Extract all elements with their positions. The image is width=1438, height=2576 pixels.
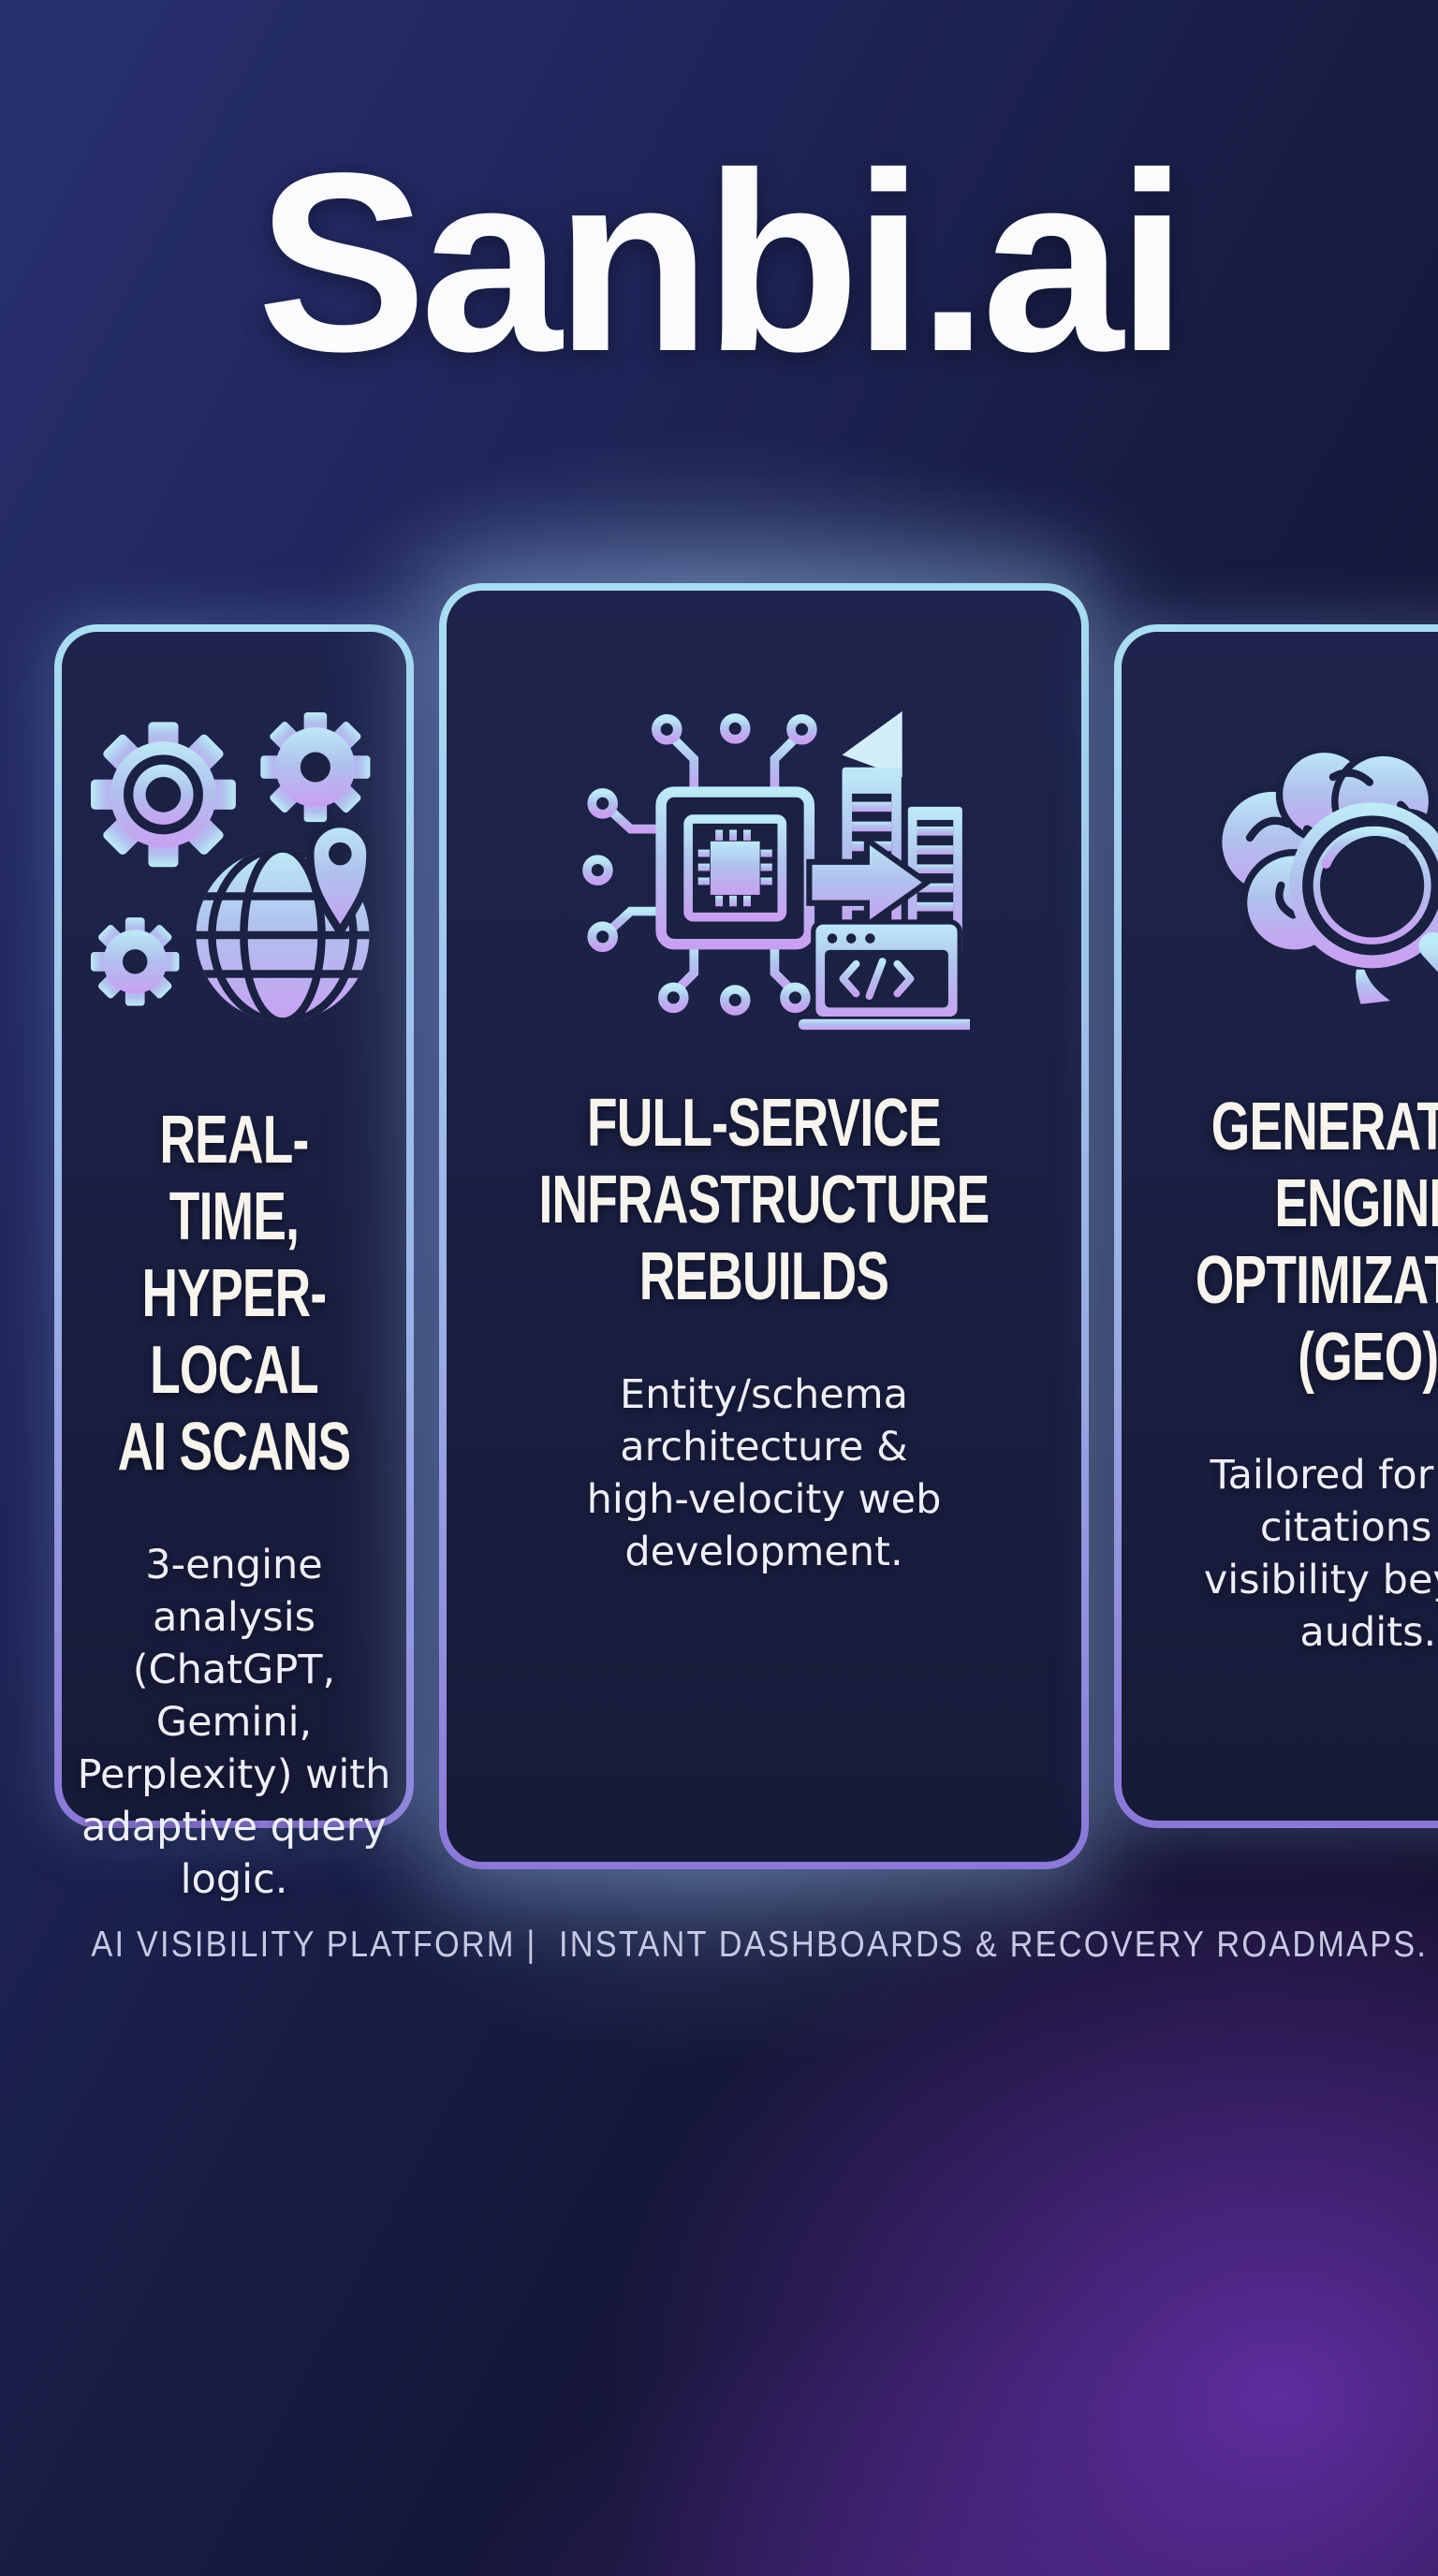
card-geo-description: Tailored for LLM citations & visibility … bbox=[1203, 1452, 1438, 1656]
card-infrastructure-inner: FULL-SERVICE INFRASTRUCTURE REBUILDS Ent… bbox=[447, 591, 1081, 1862]
card-realtime-heading: REAL-TIME, HYPER-LOCAL AI SCANS bbox=[117, 1103, 351, 1486]
card-realtime-inner: REAL-TIME, HYPER-LOCAL AI SCANS 3-engine… bbox=[62, 632, 406, 1903]
card-geo-heading: GENERATIVE ENGINE OPTIMIZATION (GEO) bbox=[1195, 1090, 1438, 1396]
gears-globe-pin-icon bbox=[75, 699, 393, 1044]
card-generative-engine-optimization: GENERATIVE ENGINE OPTIMIZATION (GEO) Tai… bbox=[1113, 624, 1438, 1828]
card-geo-inner: GENERATIVE ENGINE OPTIMIZATION (GEO) Tai… bbox=[1121, 632, 1438, 1821]
card-infrastructure-description: Entity/schema architecture & high-veloci… bbox=[586, 1371, 942, 1575]
card-infrastructure-heading: FULL-SERVICE INFRASTRUCTURE REBUILDS bbox=[538, 1086, 990, 1315]
card-realtime-description: 3-engine analysis (ChatGPT, Gemini, Perp… bbox=[77, 1542, 391, 1903]
chip-circuit-buildings-code-icon bbox=[582, 710, 970, 1031]
brain-magnifier-document-icon bbox=[1215, 745, 1438, 1004]
gears-globe-pin-icon bbox=[91, 712, 374, 1022]
footer-tagline-text: AI VISIBILITY PLATFORM | INSTANT DASHBOA… bbox=[91, 1925, 1429, 1965]
card-realtime-ai-scans: REAL-TIME, HYPER-LOCAL AI SCANS 3-engine… bbox=[54, 624, 414, 1903]
brand-title: Sanbi.ai bbox=[257, 120, 1188, 404]
brain-magnifier-document-icon bbox=[1177, 699, 1438, 1046]
feature-cards-row: REAL-TIME, HYPER-LOCAL AI SCANS 3-engine… bbox=[54, 583, 1438, 1903]
footer-tagline: AI VISIBILITY PLATFORM | INSTANT DASHBOA… bbox=[0, 1925, 1438, 1966]
chip-circuit-buildings-code-icon bbox=[558, 681, 970, 1031]
card-infrastructure-rebuilds: FULL-SERVICE INFRASTRUCTURE REBUILDS Ent… bbox=[439, 583, 1089, 1869]
